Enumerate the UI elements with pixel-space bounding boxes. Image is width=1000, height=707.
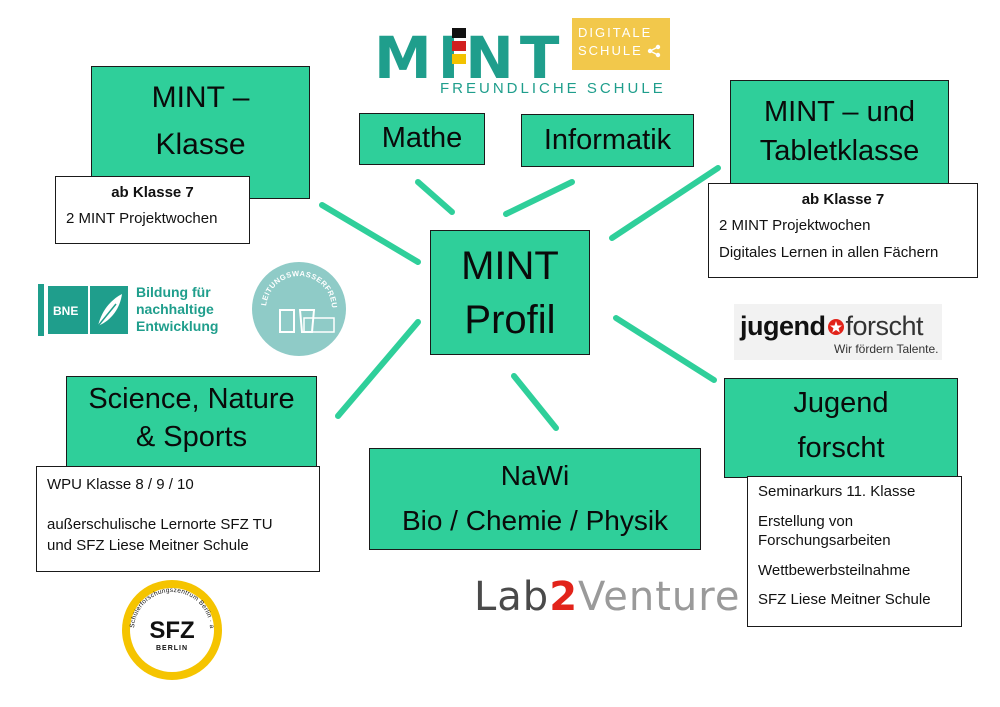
connector-informatik — [503, 179, 575, 217]
box-informatik: Informatik — [521, 114, 694, 167]
jf-slogan: Wir fördern Talente. — [834, 342, 939, 356]
share-icon — [647, 44, 660, 58]
bne-book-leaf-icon: BNE — [38, 284, 128, 336]
connector-mathe — [415, 179, 455, 215]
note-mint-klasse: ab Klasse 7 2 MINT Projektwochen — [55, 176, 250, 244]
nawi-line-1: NaWi — [500, 460, 570, 492]
lab2venture-logo: Lab2Venture — [474, 574, 740, 620]
germany-colors-icon — [452, 28, 466, 64]
sfz-berlin-logo: Schülerforschungszentrum Berlin · an der… — [117, 573, 224, 682]
connector-science — [335, 319, 421, 419]
jf-word-jugend: jugend — [740, 311, 826, 341]
science-line-2: & Sports — [135, 420, 248, 453]
note-jugend-item-5: SFZ Liese Meitner Schule — [758, 591, 931, 608]
badge-line-2: SCHULE — [578, 43, 643, 58]
tablet-line-2: Tabletklasse — [759, 135, 920, 167]
note-tablet-item-2: Digitales Lernen in allen Fächern — [719, 243, 939, 261]
bne-line-2: nachhaltige — [136, 301, 214, 317]
center-mint-profil: MINT Profil — [430, 230, 590, 355]
badge-line-1: DIGITALE — [578, 25, 653, 40]
note-jugend-item-3: Forschungsarbeiten — [758, 532, 891, 549]
note-jugend-item-1: Seminarkurs 11. Klasse — [758, 483, 916, 500]
note-tabletklasse: ab Klasse 7 2 MINT Projektwochen Digital… — [708, 183, 978, 278]
sfz-mark: SFZ — [149, 617, 194, 644]
jugend-line-2: forscht — [797, 431, 885, 464]
note-science-item-3: und SFZ Liese Meitner Schule — [47, 536, 249, 554]
freundliche-schule-text: FREUNDLICHE SCHULE — [440, 80, 666, 97]
mint-logo-wordmark: MINT — [374, 24, 566, 92]
leitungswasser-logo: LEITUNGSWASSERFREUNDLICH — [252, 262, 346, 356]
note-jugend-item-2: Erstellung von — [758, 512, 854, 530]
jf-word-forscht: forscht — [845, 311, 924, 341]
mint-klasse-line-2: Klasse — [155, 127, 246, 161]
box-science-nature-sports: Science, Nature & Sports — [66, 376, 317, 468]
jf-star-icon — [827, 319, 844, 335]
bne-line-1: Bildung für — [136, 284, 211, 300]
connector-mint-klasse — [319, 202, 421, 265]
mint-logo: MINT FREUNDLICHE SCHULE DIGITALE SCHULE — [372, 18, 672, 98]
digitale-schule-badge: DIGITALE SCHULE — [572, 18, 670, 70]
center-line-1: MINT — [461, 243, 559, 288]
lab2venture-part-2: 2 — [549, 574, 579, 620]
note-science-item-1: WPU Klasse 8 / 9 / 10 — [47, 476, 194, 493]
note-science-item-2: außerschulische Lernorte SFZ TU — [47, 516, 273, 534]
lab2venture-part-1: Lab — [474, 574, 550, 620]
mint-klasse-line-1: MINT – — [151, 81, 250, 114]
water-glass-icon: LEITUNGSWASSERFREUNDLICH — [252, 262, 339, 333]
box-mint-tabletklasse: MINT – und Tabletklasse — [730, 80, 949, 184]
box-jugend-forscht: Jugend forscht — [724, 378, 958, 478]
informatik-label: Informatik — [543, 123, 672, 156]
note-jugend-forscht: Seminarkurs 11. Klasse Erstellung von Fo… — [747, 476, 962, 627]
nawi-line-2: Bio / Chemie / Physik — [401, 505, 669, 536]
note-mint-klasse-title: ab Klasse 7 — [111, 184, 194, 201]
mathe-label: Mathe — [381, 122, 463, 155]
jugend-forscht-logo: jugend forscht Wir fördern Talente. — [734, 304, 942, 360]
connector-jugend — [613, 315, 717, 383]
box-mathe: Mathe — [359, 113, 485, 165]
sfz-city: BERLIN — [156, 645, 188, 652]
tablet-line-1: MINT – und — [764, 95, 915, 128]
center-line-2: Profil — [464, 297, 556, 342]
bne-logo: BNE Bildung für nachhaltige Entwicklung — [36, 282, 236, 340]
bne-abbr: BNE — [53, 304, 78, 318]
connector-nawi — [511, 373, 559, 431]
connector-tablet — [609, 165, 721, 241]
note-tablet-title: ab Klasse 7 — [801, 191, 885, 208]
note-jugend-item-4: Wettbewerbsteilnahme — [758, 561, 911, 579]
note-science: WPU Klasse 8 / 9 / 10 außerschulische Le… — [36, 466, 320, 572]
lab2venture-part-3: Venture — [578, 574, 741, 620]
jugend-line-1: Jugend — [793, 387, 889, 419]
bne-line-3: Entwicklung — [136, 318, 219, 334]
box-nawi: NaWi Bio / Chemie / Physik — [369, 448, 701, 550]
note-tablet-item-1: 2 MINT Projektwochen — [719, 217, 871, 235]
science-line-1: Science, Nature — [88, 383, 295, 415]
sfz-seal-icon: Schülerforschungszentrum Berlin · an der… — [117, 573, 222, 680]
note-mint-klasse-item: 2 MINT Projektwochen — [66, 210, 218, 228]
